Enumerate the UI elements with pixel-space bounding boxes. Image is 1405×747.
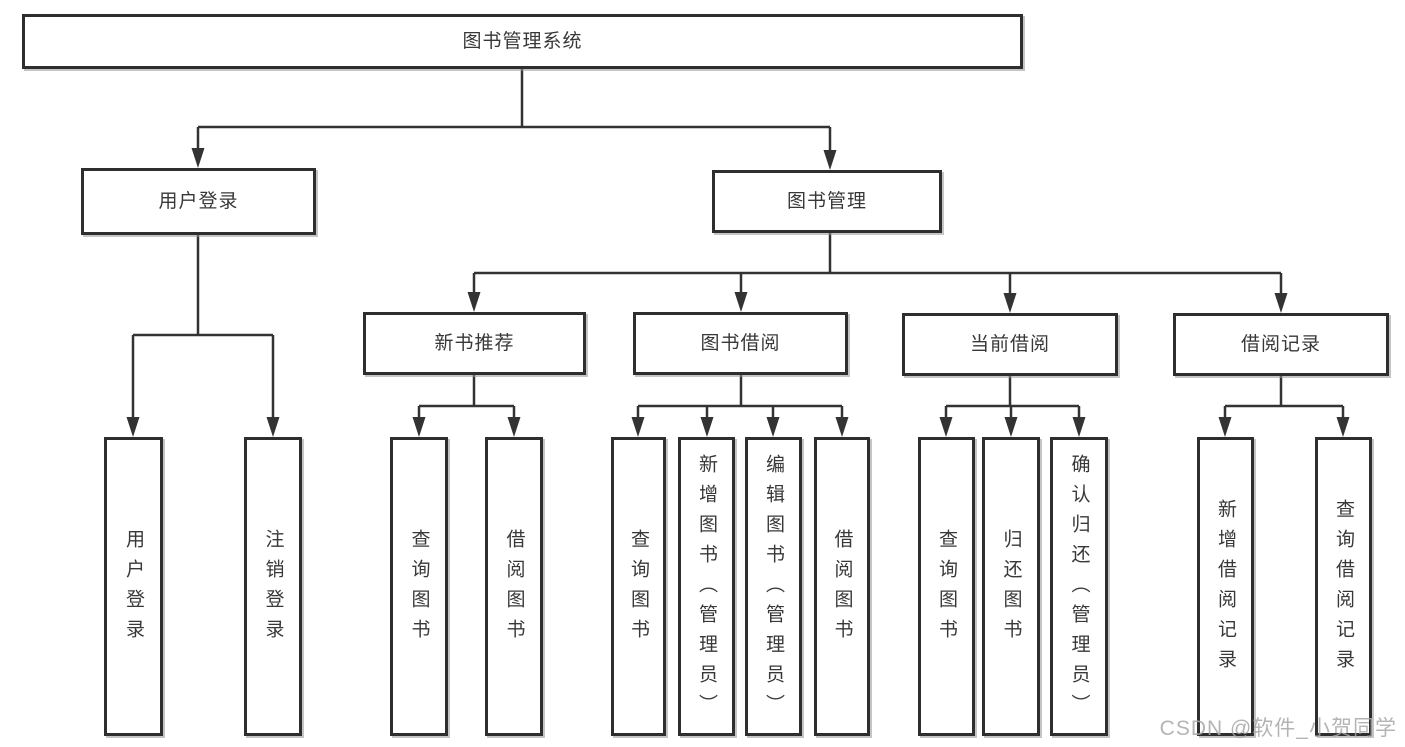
node-new-book-recommend: 新书推荐: [363, 312, 586, 375]
node-root-system: 图书管理系统: [22, 14, 1023, 69]
node-leaf-query-borrow-record: 查询借阅记录: [1315, 437, 1372, 736]
node-user-login: 用户登录: [81, 168, 316, 235]
arrowhead-br-query: [1336, 417, 1350, 437]
node-book-borrowing: 图书借阅: [633, 312, 848, 375]
arrowhead-br-add: [1218, 417, 1232, 437]
arrowhead-cb-query: [939, 417, 953, 437]
arrowhead-new-book: [467, 292, 481, 312]
csdn-watermark: CSDN @软件_小贺同学: [1159, 717, 1397, 740]
node-leaf-query-books-newrec: 查询图书: [390, 437, 448, 736]
node-borrowing-records: 借阅记录: [1173, 313, 1389, 376]
node-leaf-add-books-admin: 新增图书（管理员）: [678, 437, 735, 736]
arrowhead-user-login: [191, 148, 205, 168]
arrowhead-bb-edit: [766, 417, 780, 437]
arrowhead-cb-return: [1004, 417, 1018, 437]
arrowhead-leaf-login: [126, 417, 140, 437]
node-leaf-query-books-current: 查询图书: [918, 437, 975, 736]
arrowhead-bb-add: [700, 417, 714, 437]
arrowhead-bb-query: [631, 417, 645, 437]
node-leaf-borrow-books-newrec: 借阅图书: [485, 437, 543, 736]
arrowhead-bb-borrow: [835, 417, 849, 437]
arrowhead-leaf-logout: [266, 417, 280, 437]
node-current-borrowing: 当前借阅: [902, 313, 1118, 376]
arrowhead-book-mgmt: [823, 150, 837, 170]
node-book-management: 图书管理: [712, 170, 942, 233]
node-leaf-query-books-borrow: 查询图书: [611, 437, 666, 736]
arrowhead-current-borrow: [1003, 293, 1017, 313]
node-leaf-borrow-books-borrow: 借阅图书: [814, 437, 870, 736]
arrowhead-nb-query: [412, 417, 426, 437]
node-leaf-confirm-return-admin: 确认归还（管理员）: [1050, 437, 1108, 736]
arrowhead-nb-borrow: [507, 417, 521, 437]
node-leaf-add-borrow-record: 新增借阅记录: [1197, 437, 1254, 736]
arrowhead-cb-confirm: [1072, 417, 1086, 437]
node-leaf-logout: 注销登录: [244, 437, 302, 736]
node-leaf-edit-books-admin: 编辑图书（管理员）: [745, 437, 802, 736]
node-leaf-user-login: 用户登录: [104, 437, 163, 736]
node-leaf-return-books: 归还图书: [982, 437, 1040, 736]
arrowhead-book-borrow: [734, 292, 748, 312]
arrowhead-borrow-records: [1274, 293, 1288, 313]
